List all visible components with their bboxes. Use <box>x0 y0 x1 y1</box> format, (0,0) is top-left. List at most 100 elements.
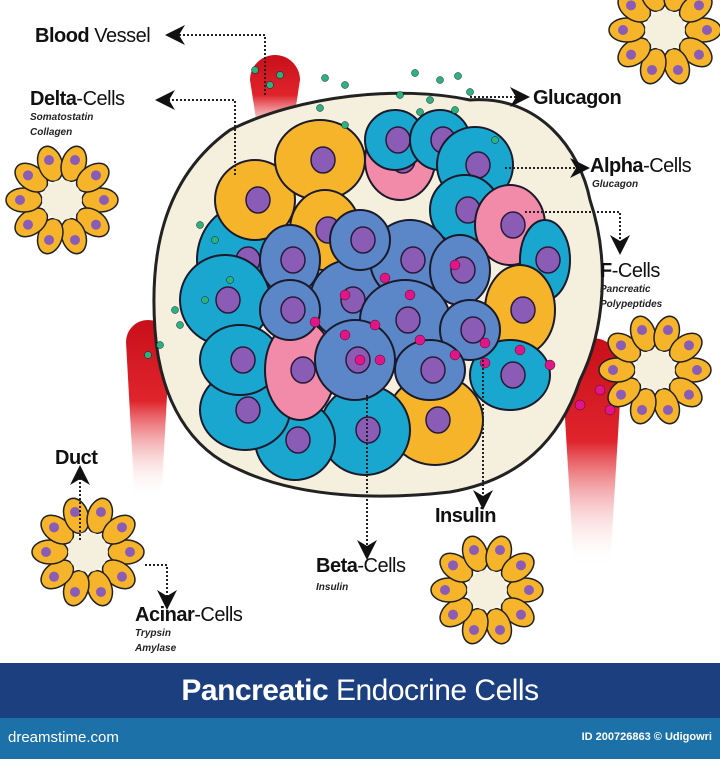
insulin-granule <box>514 344 526 356</box>
acinar-nucleus <box>515 609 526 620</box>
insulin-granule <box>544 359 556 371</box>
cell-nucleus <box>215 286 241 314</box>
label-f-cells: F-Cells <box>600 260 660 283</box>
cell-nucleus <box>280 246 306 274</box>
sub-item: Trypsin <box>135 628 171 639</box>
insulin-granule <box>354 354 366 366</box>
cell-nucleus <box>420 356 446 384</box>
acinar-nucleus <box>44 234 55 245</box>
cell-nucleus <box>290 356 316 384</box>
acinar-nucleus <box>683 340 694 351</box>
glucagon-granule <box>171 306 179 314</box>
acinar-nucleus <box>44 155 55 166</box>
label-glucagon: Glucagon <box>533 87 622 110</box>
label-alpha-cells: Alpha-Cells <box>590 155 692 178</box>
insulin-granule <box>574 399 586 411</box>
label-rest: -Cells <box>611 260 661 282</box>
acinus-rosette <box>5 145 119 255</box>
label-beta-cells: Beta-Cells <box>316 555 406 578</box>
acinar-nucleus <box>616 389 627 400</box>
sub-item: Amylase <box>135 643 177 654</box>
duct-lumen <box>42 180 82 220</box>
acinar-nucleus <box>69 155 80 166</box>
insulin-granule <box>449 349 461 361</box>
cell-nucleus <box>500 211 526 239</box>
glucagon-granule <box>454 72 462 80</box>
acinar-cell <box>639 0 667 13</box>
glucagon-granule <box>196 221 204 229</box>
acinar-nucleus <box>637 325 648 336</box>
label-rest: -Cells <box>643 155 692 177</box>
glucagon-granule <box>226 276 234 284</box>
glucagon-granule <box>396 91 404 99</box>
acinar-nucleus <box>41 547 51 557</box>
glucagon-granule <box>276 71 284 79</box>
acinar-nucleus <box>69 234 80 245</box>
glucagon-granule <box>436 76 444 84</box>
banner-title-rest: Endocrine Cells <box>328 674 539 707</box>
acinar-nucleus <box>23 219 34 230</box>
acinar-nucleus <box>440 585 450 595</box>
glucagon-granule <box>341 121 349 129</box>
label-bold: Beta <box>316 555 358 577</box>
acinar-nucleus <box>494 545 505 556</box>
acinar-nucleus <box>524 585 534 595</box>
acinar-nucleus <box>626 49 637 60</box>
acinar-nucleus <box>662 325 673 336</box>
title-banner: Pancreatic Endocrine Cells <box>0 663 720 718</box>
insulin-granule <box>379 272 391 284</box>
label-bold: Acinar <box>135 604 195 626</box>
insulin-granule <box>414 334 426 346</box>
image-credit: ID 200726863 © Udigowri <box>581 731 712 743</box>
glucagon-granule <box>491 136 499 144</box>
beta-subtext: Insulin <box>316 580 348 595</box>
insulin-granule <box>449 259 461 271</box>
alpha-subtext: Glucagon <box>592 177 638 192</box>
duct-lumen <box>68 532 108 572</box>
label-bold: Alpha <box>590 155 644 177</box>
acinar-nucleus <box>23 170 34 181</box>
label-bold: Delta <box>30 88 77 110</box>
insulin-granule <box>369 319 381 331</box>
acinar-nucleus <box>95 586 106 597</box>
acinar-nucleus <box>49 571 60 582</box>
acinar-nucleus <box>99 195 109 205</box>
acinus-rosette <box>430 535 544 645</box>
acinar-nucleus <box>637 404 648 415</box>
acinar-nucleus <box>494 624 505 635</box>
acinar-nucleus <box>125 547 135 557</box>
label-rest: Vessel <box>89 25 151 47</box>
cell-nucleus <box>535 246 561 274</box>
cell-nucleus <box>385 126 411 154</box>
label-rest: -Cells <box>76 88 125 110</box>
insulin-granule <box>604 404 616 416</box>
acinar-nucleus <box>662 404 673 415</box>
cell-nucleus <box>500 361 526 389</box>
acinar-nucleus <box>15 195 25 205</box>
insulin-granule <box>374 354 386 366</box>
acinar-nucleus <box>90 170 101 181</box>
blood-vessel <box>562 338 622 568</box>
duct-lumen <box>635 350 675 390</box>
acinar-nucleus <box>672 64 683 75</box>
cell-nucleus <box>235 396 261 424</box>
label-blood-vessel: Blood Vessel <box>35 25 151 48</box>
label-bold: Duct <box>55 447 98 469</box>
cell-nucleus <box>395 306 421 334</box>
cell-nucleus <box>460 316 486 344</box>
brand-logo[interactable]: dreamstime.com <box>8 729 119 746</box>
insulin-granule <box>479 337 491 349</box>
cell-nucleus <box>285 426 311 454</box>
glucagon-granule <box>251 66 259 74</box>
acinus-rosette <box>608 0 720 85</box>
acinar-nucleus <box>116 522 127 533</box>
acinar-nucleus <box>469 545 480 556</box>
banner-title: Pancreatic Endocrine Cells <box>181 674 539 707</box>
glucagon-granule <box>466 88 474 96</box>
cell-nucleus <box>425 406 451 434</box>
acinar-nucleus <box>702 25 712 35</box>
cell-nucleus <box>245 186 271 214</box>
